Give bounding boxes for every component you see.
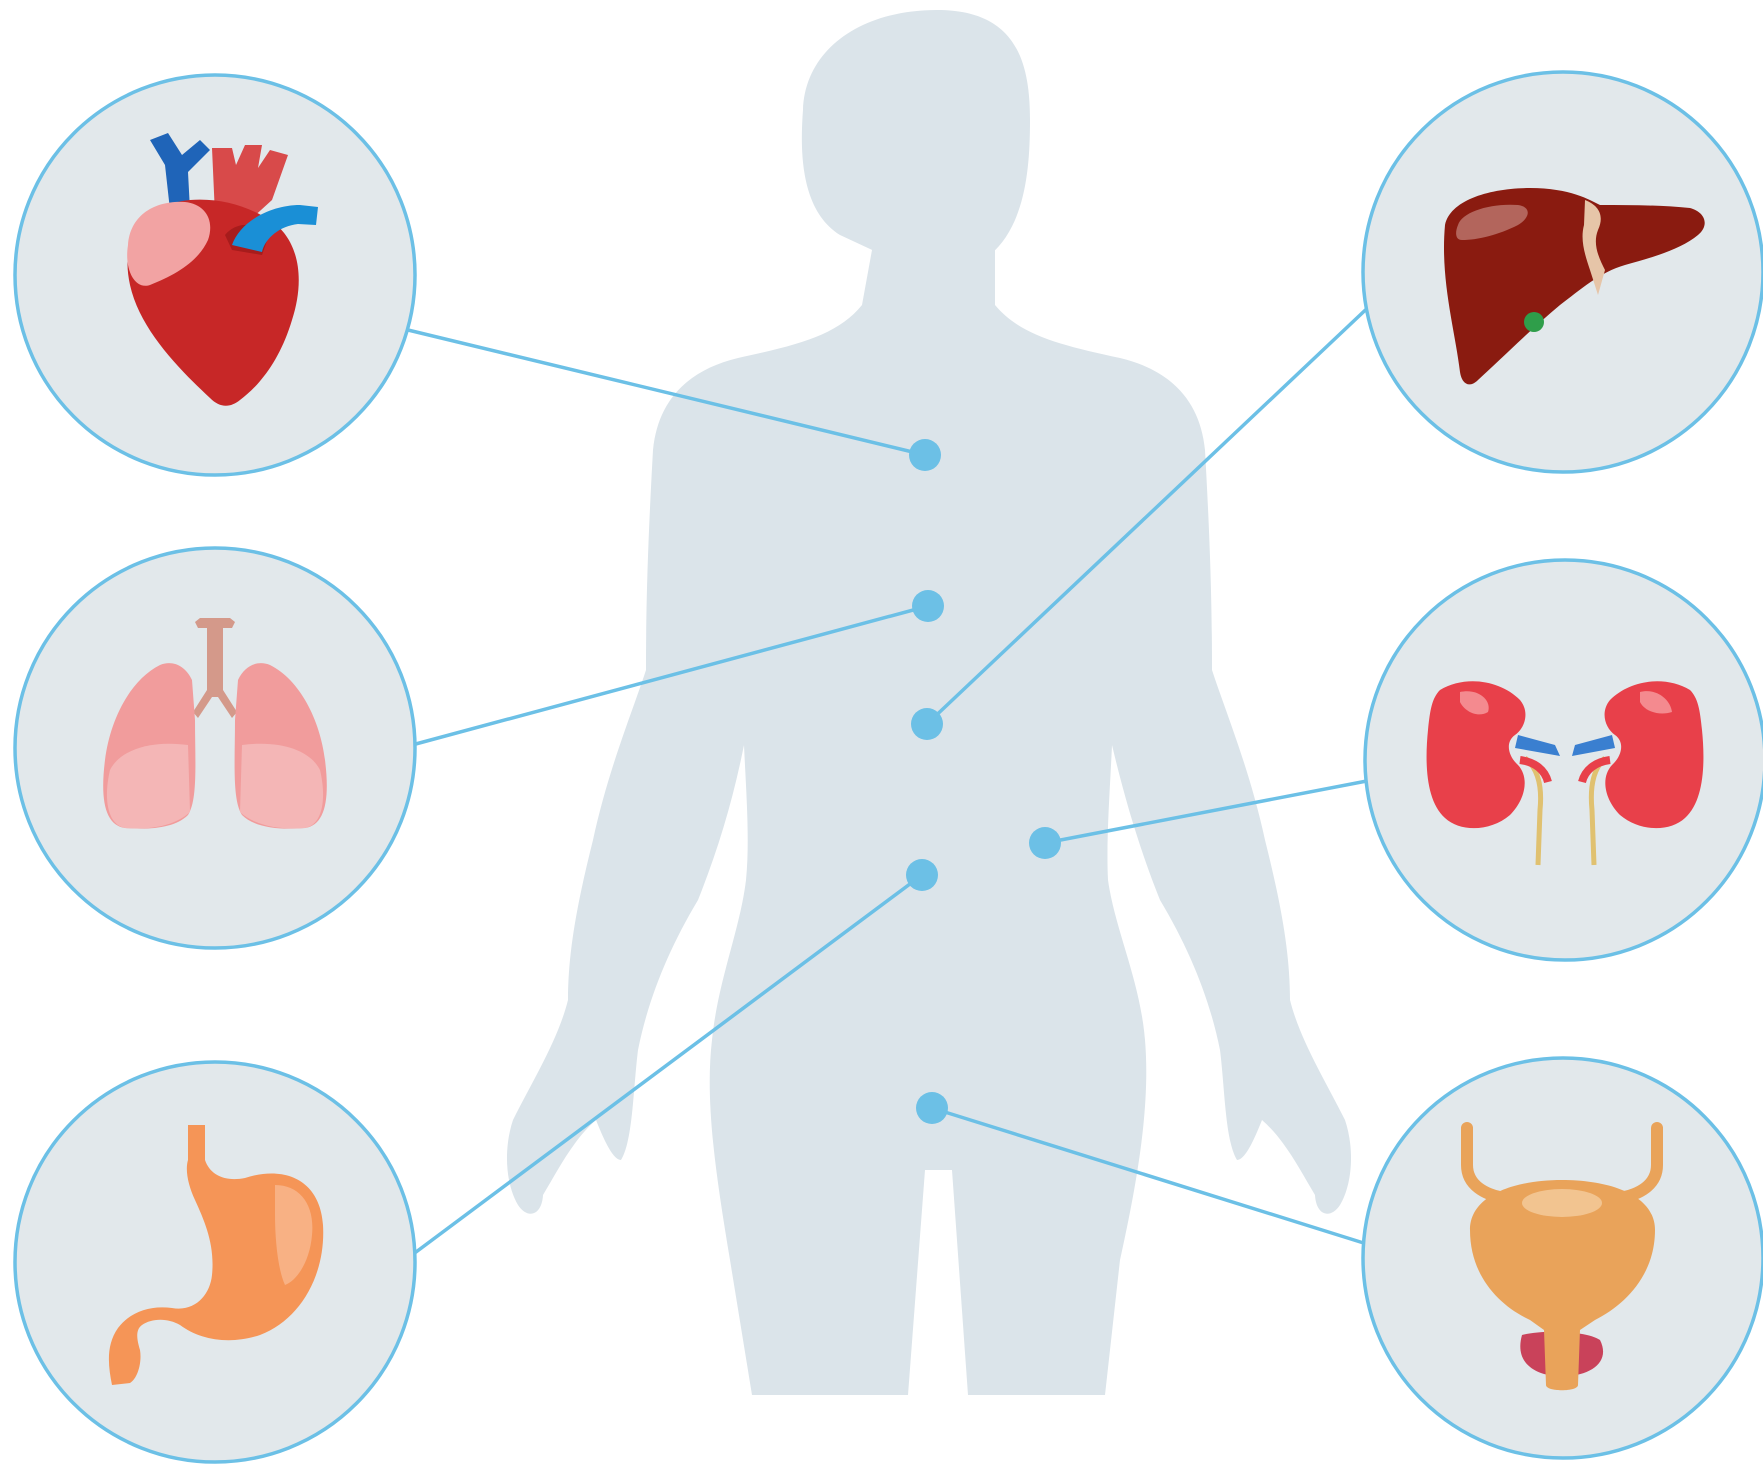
kidneys-circle [1365,560,1763,960]
stomach-marker-dot [906,859,938,891]
liver-circle [1363,72,1763,472]
lungs-marker-dot [912,590,944,622]
torso-shape [507,250,1351,1395]
stomach-circle [15,1062,415,1462]
heart-marker-dot [909,439,941,471]
lungs-circle [15,548,415,948]
bladder-circle [1363,1058,1763,1458]
heart-circle [15,75,415,475]
liver-marker-dot [911,708,943,740]
head-shape [802,10,1030,262]
body-silhouette [507,10,1351,1395]
gallbladder-dot [1524,312,1544,332]
kidneys-marker-dot [1029,827,1061,859]
bladder-marker-dot [916,1092,948,1124]
